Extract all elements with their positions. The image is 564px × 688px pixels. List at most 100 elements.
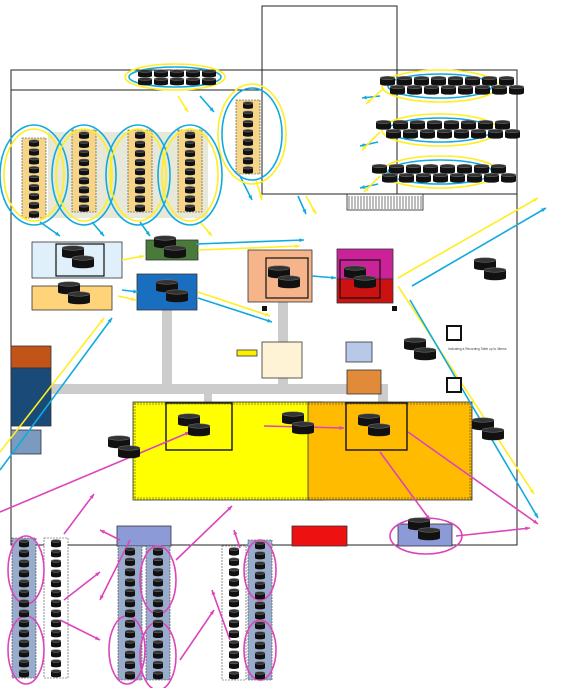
storage-cylinder-icon: [152, 588, 164, 597]
storage-cylinder-icon: [134, 204, 146, 212]
arrow-head: [362, 145, 367, 150]
storage-cylinder-icon: [134, 167, 146, 176]
storage-cylinder-icon: [134, 158, 146, 167]
storage-cylinder-icon: [50, 619, 62, 628]
arrow-head: [233, 530, 238, 535]
storage-cylinder-icon: [153, 77, 169, 86]
arrow-head: [133, 289, 138, 294]
storage-cylinder-icon: [78, 177, 90, 185]
storage-cylinder-icon: [456, 164, 473, 174]
storage-cylinder-icon: [254, 631, 266, 640]
storage-cylinder-icon: [18, 649, 30, 658]
storage-cylinder-icon: [184, 177, 196, 185]
storage-cylinder-icon: [71, 255, 95, 269]
yellow-hall-box: [165, 402, 233, 451]
storage-cylinder-icon: [228, 578, 240, 587]
storage-cylinder-icon: [498, 76, 515, 86]
storage-cylinder-icon: [439, 164, 456, 174]
storage-cylinder-icon: [228, 588, 240, 597]
storage-cylinder-icon: [153, 235, 177, 249]
arrow-head: [299, 238, 304, 243]
storage-cylinder-icon: [228, 619, 240, 628]
storage-cylinder-icon: [402, 129, 419, 139]
storage-cylinder-icon: [18, 669, 30, 678]
storage-cylinder-icon: [134, 149, 146, 158]
storage-cylinder-icon: [388, 164, 405, 174]
storage-cylinder-icon: [124, 578, 136, 587]
storage-cylinder-icon: [152, 557, 164, 566]
storage-cylinder-icon: [18, 559, 30, 568]
arrow-head: [207, 231, 212, 236]
arrow-head: [533, 198, 538, 202]
arrow-head: [267, 318, 272, 323]
highlight-ellipse: [109, 128, 167, 222]
highlight-ellipse: [243, 619, 277, 681]
arrow-head: [331, 275, 336, 280]
storage-cylinder-icon: [185, 69, 201, 78]
connection-line: [455, 527, 531, 537]
storage-cylinder-icon: [242, 138, 254, 146]
annex-tick-strip: [346, 193, 424, 211]
storage-cylinder-icon: [124, 588, 136, 597]
storage-cylinder-icon: [228, 598, 240, 608]
storage-cylinder-icon: [28, 183, 40, 192]
storage-cylinder-icon: [470, 129, 487, 139]
storage-cylinder-icon: [18, 579, 30, 588]
connection-line: [63, 493, 95, 535]
storage-cylinder-icon: [254, 601, 266, 610]
storage-cylinder-icon: [201, 69, 217, 78]
storage-cylinder-icon: [228, 557, 240, 566]
storage-cylinder-icon: [413, 76, 430, 86]
arrow-head: [541, 208, 546, 212]
connection-line: [0, 431, 191, 513]
room-red-bottom: [291, 525, 348, 547]
storage-cylinder-icon: [152, 567, 164, 577]
arrow-head: [366, 99, 371, 104]
storage-cylinder-icon: [67, 291, 91, 305]
highlight-ellipse: [221, 87, 283, 181]
arrow-head: [248, 195, 252, 200]
storage-cylinder-icon: [124, 650, 136, 659]
arrow-head: [139, 254, 144, 259]
storage-cylinder-icon: [228, 609, 240, 618]
highlight-ellipse: [105, 124, 171, 226]
arrow-head: [209, 107, 214, 112]
room-brown: [10, 345, 52, 369]
corridor-vertical-right: [378, 384, 388, 404]
storage-cylinder-icon: [371, 164, 388, 174]
storage-cylinder-icon: [228, 660, 240, 669]
arrow-head: [295, 244, 300, 249]
storage-cylinder-icon: [443, 120, 460, 130]
storage-cylinder-icon: [490, 164, 507, 174]
storage-cylinder-icon: [423, 85, 440, 95]
arrow-head: [302, 209, 306, 214]
storage-cylinder-icon: [375, 120, 392, 130]
storage-cylinder-icon: [184, 167, 196, 176]
storage-cylinder-icon: [508, 85, 525, 95]
square-markers: [446, 325, 462, 393]
storage-cylinder-icon: [422, 164, 439, 174]
storage-cylinder-icon: [242, 156, 254, 165]
storage-cylinder-icon: [415, 173, 432, 183]
arrow-head: [533, 513, 538, 518]
storage-cylinder-icon: [396, 76, 413, 86]
storage-cylinder-icon: [406, 85, 423, 95]
storage-cylinder-icon: [504, 129, 521, 139]
storage-cylinder-icon: [184, 140, 196, 148]
connection-line: [63, 571, 101, 601]
storage-cylinder-icon: [50, 559, 62, 568]
storage-cylinder-icon: [18, 659, 30, 668]
arrow-head: [95, 636, 100, 640]
storage-cylinder-icon: [228, 567, 240, 577]
storage-cylinder-icon: [18, 609, 30, 618]
storage-cylinder-icon: [134, 195, 146, 203]
storage-cylinder-icon: [117, 445, 141, 459]
arrow-head: [312, 209, 316, 214]
arrow-head: [100, 595, 104, 600]
storage-cylinder-icon: [18, 619, 30, 628]
storage-cylinder-icon: [242, 147, 254, 156]
storage-cylinder-icon: [134, 140, 146, 148]
storage-cylinder-icon: [50, 579, 62, 588]
arrow-head: [100, 530, 105, 534]
